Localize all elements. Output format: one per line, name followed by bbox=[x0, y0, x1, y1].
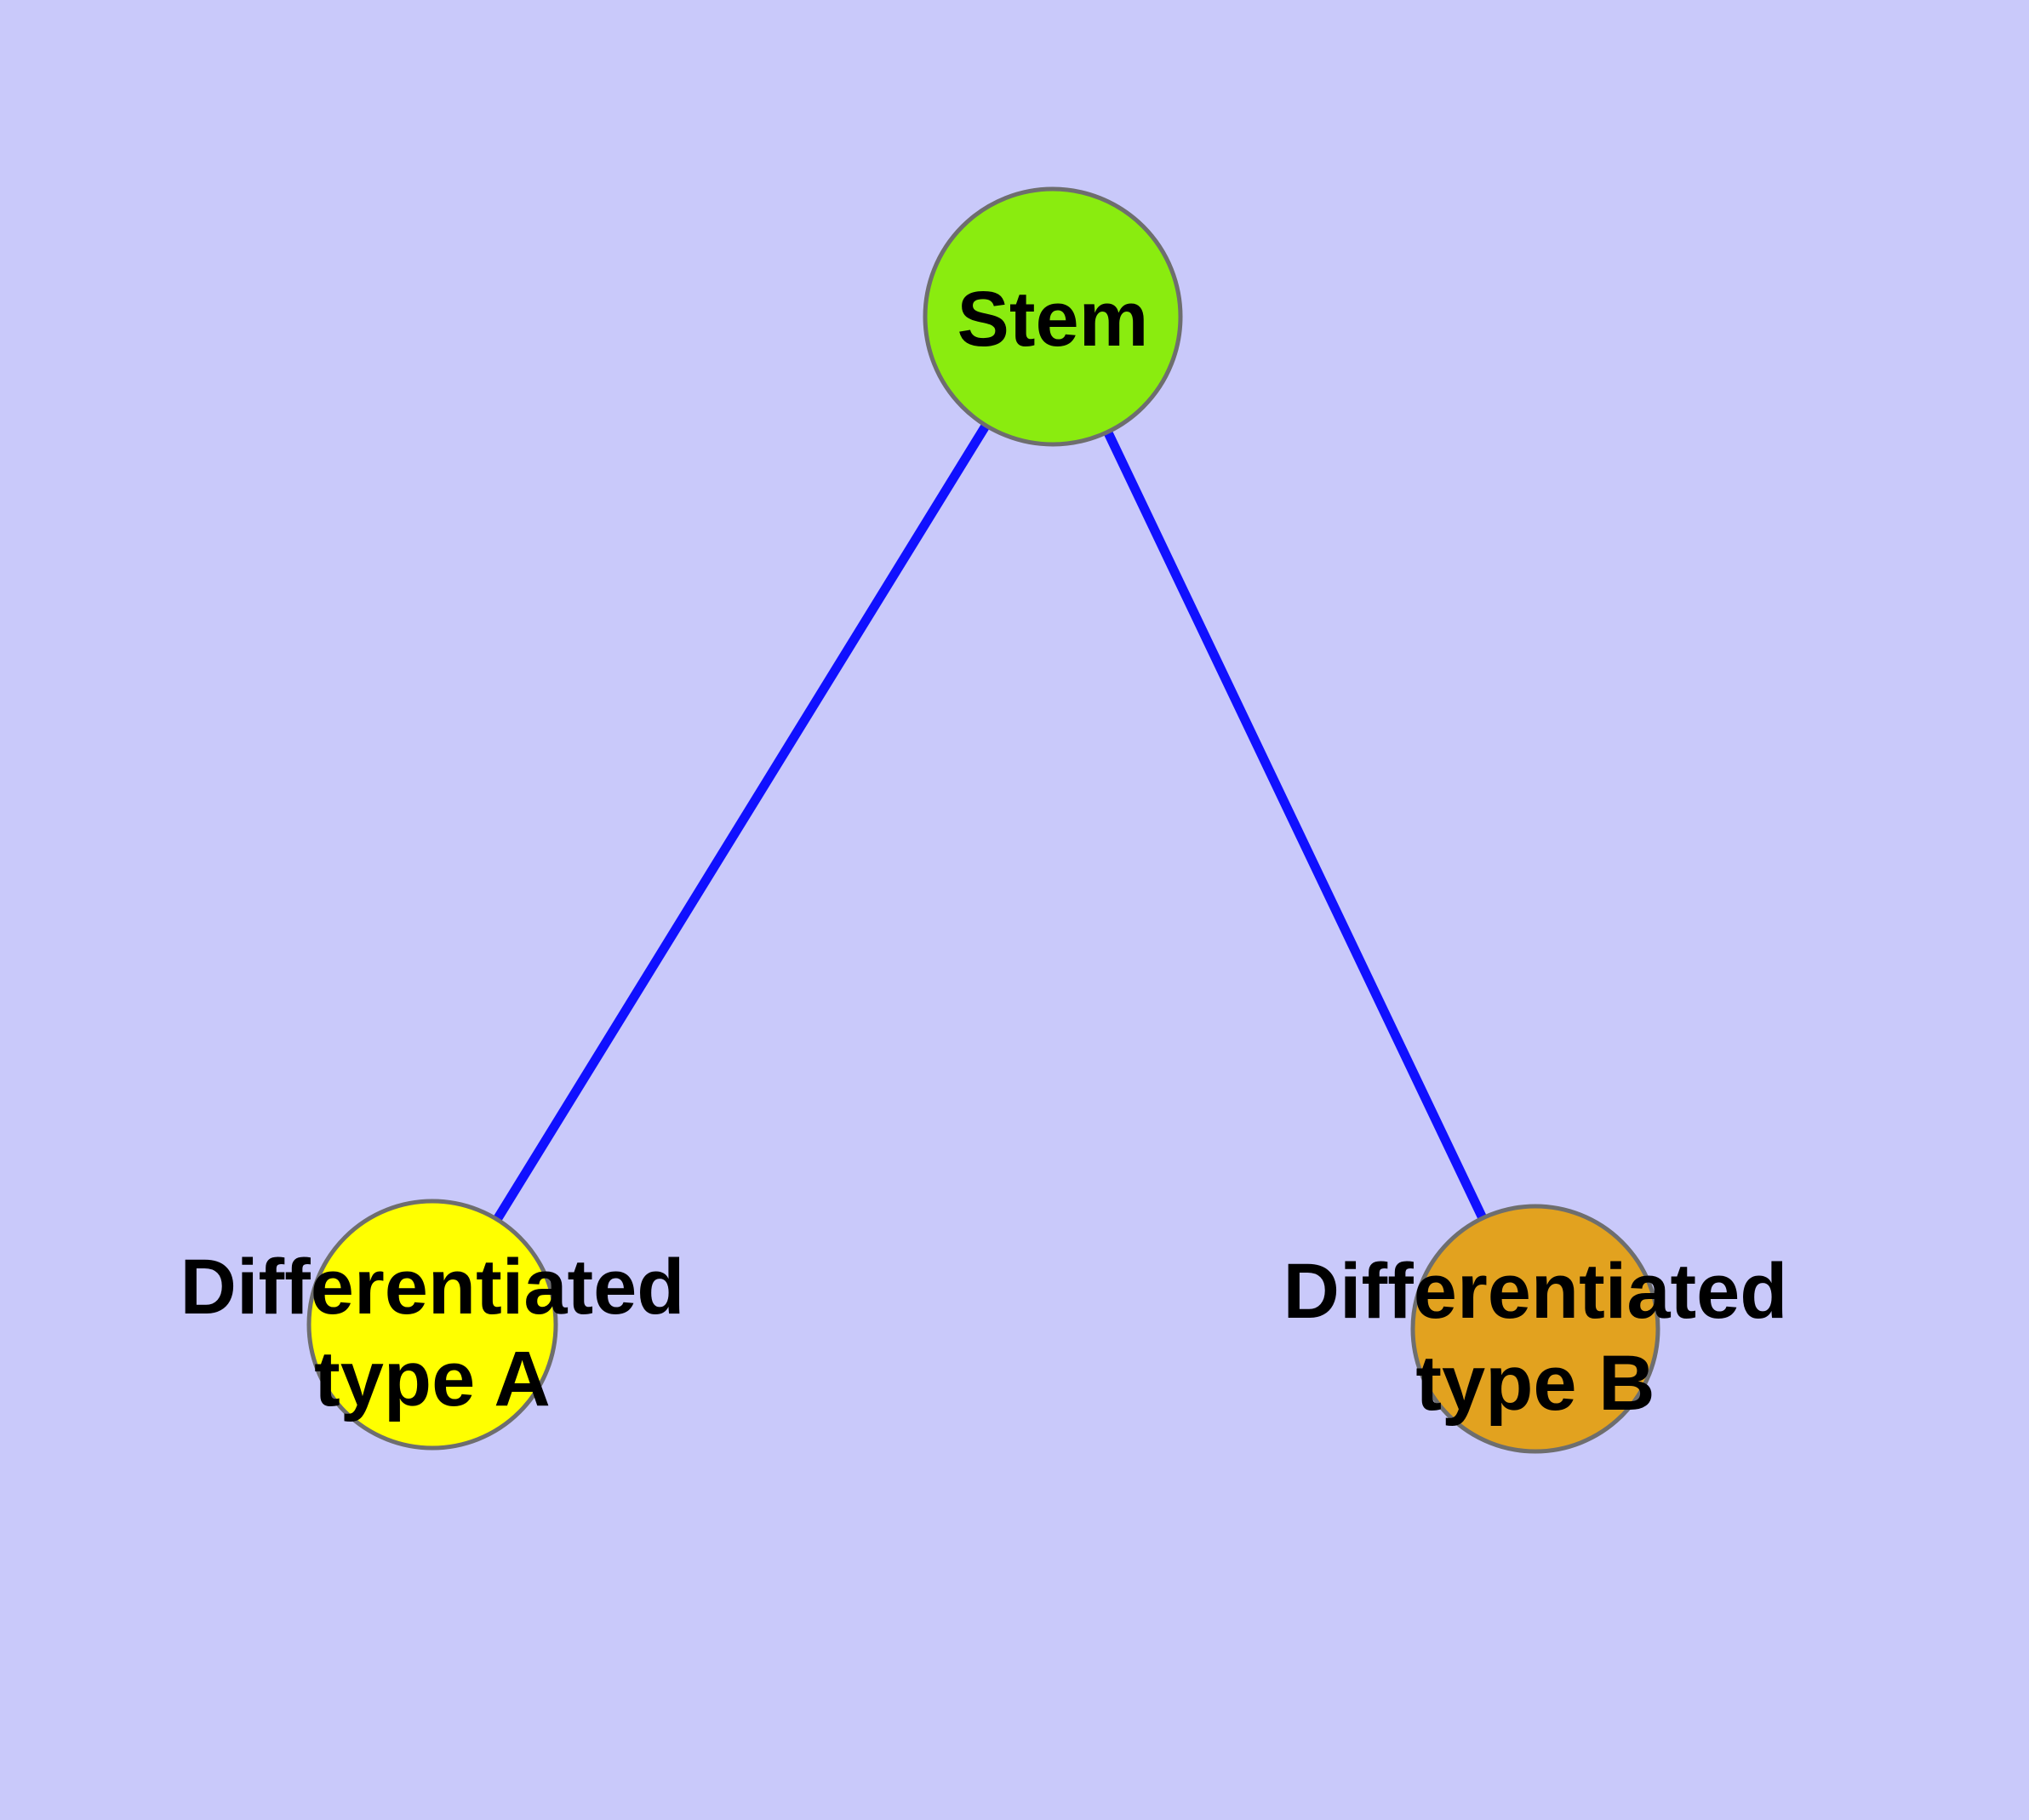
node-type-a-label-line2: type A bbox=[314, 1336, 551, 1422]
node-differentiated-type-a[interactable] bbox=[306, 1199, 558, 1451]
node-type-a-label-line1: Differentiated bbox=[180, 1244, 685, 1331]
node-type-b-label-line1: Differentiated bbox=[1283, 1248, 1788, 1335]
node-stem-label: Stem bbox=[957, 276, 1149, 363]
edge-stem-to-type-b[interactable] bbox=[1049, 314, 1540, 1331]
node-differentiated-type-b[interactable] bbox=[1410, 1204, 1660, 1454]
node-type-b-label-line2: type B bbox=[1415, 1340, 1655, 1427]
edge-stem-to-type-a[interactable] bbox=[428, 314, 1057, 1327]
node-stem[interactable] bbox=[923, 186, 1183, 447]
